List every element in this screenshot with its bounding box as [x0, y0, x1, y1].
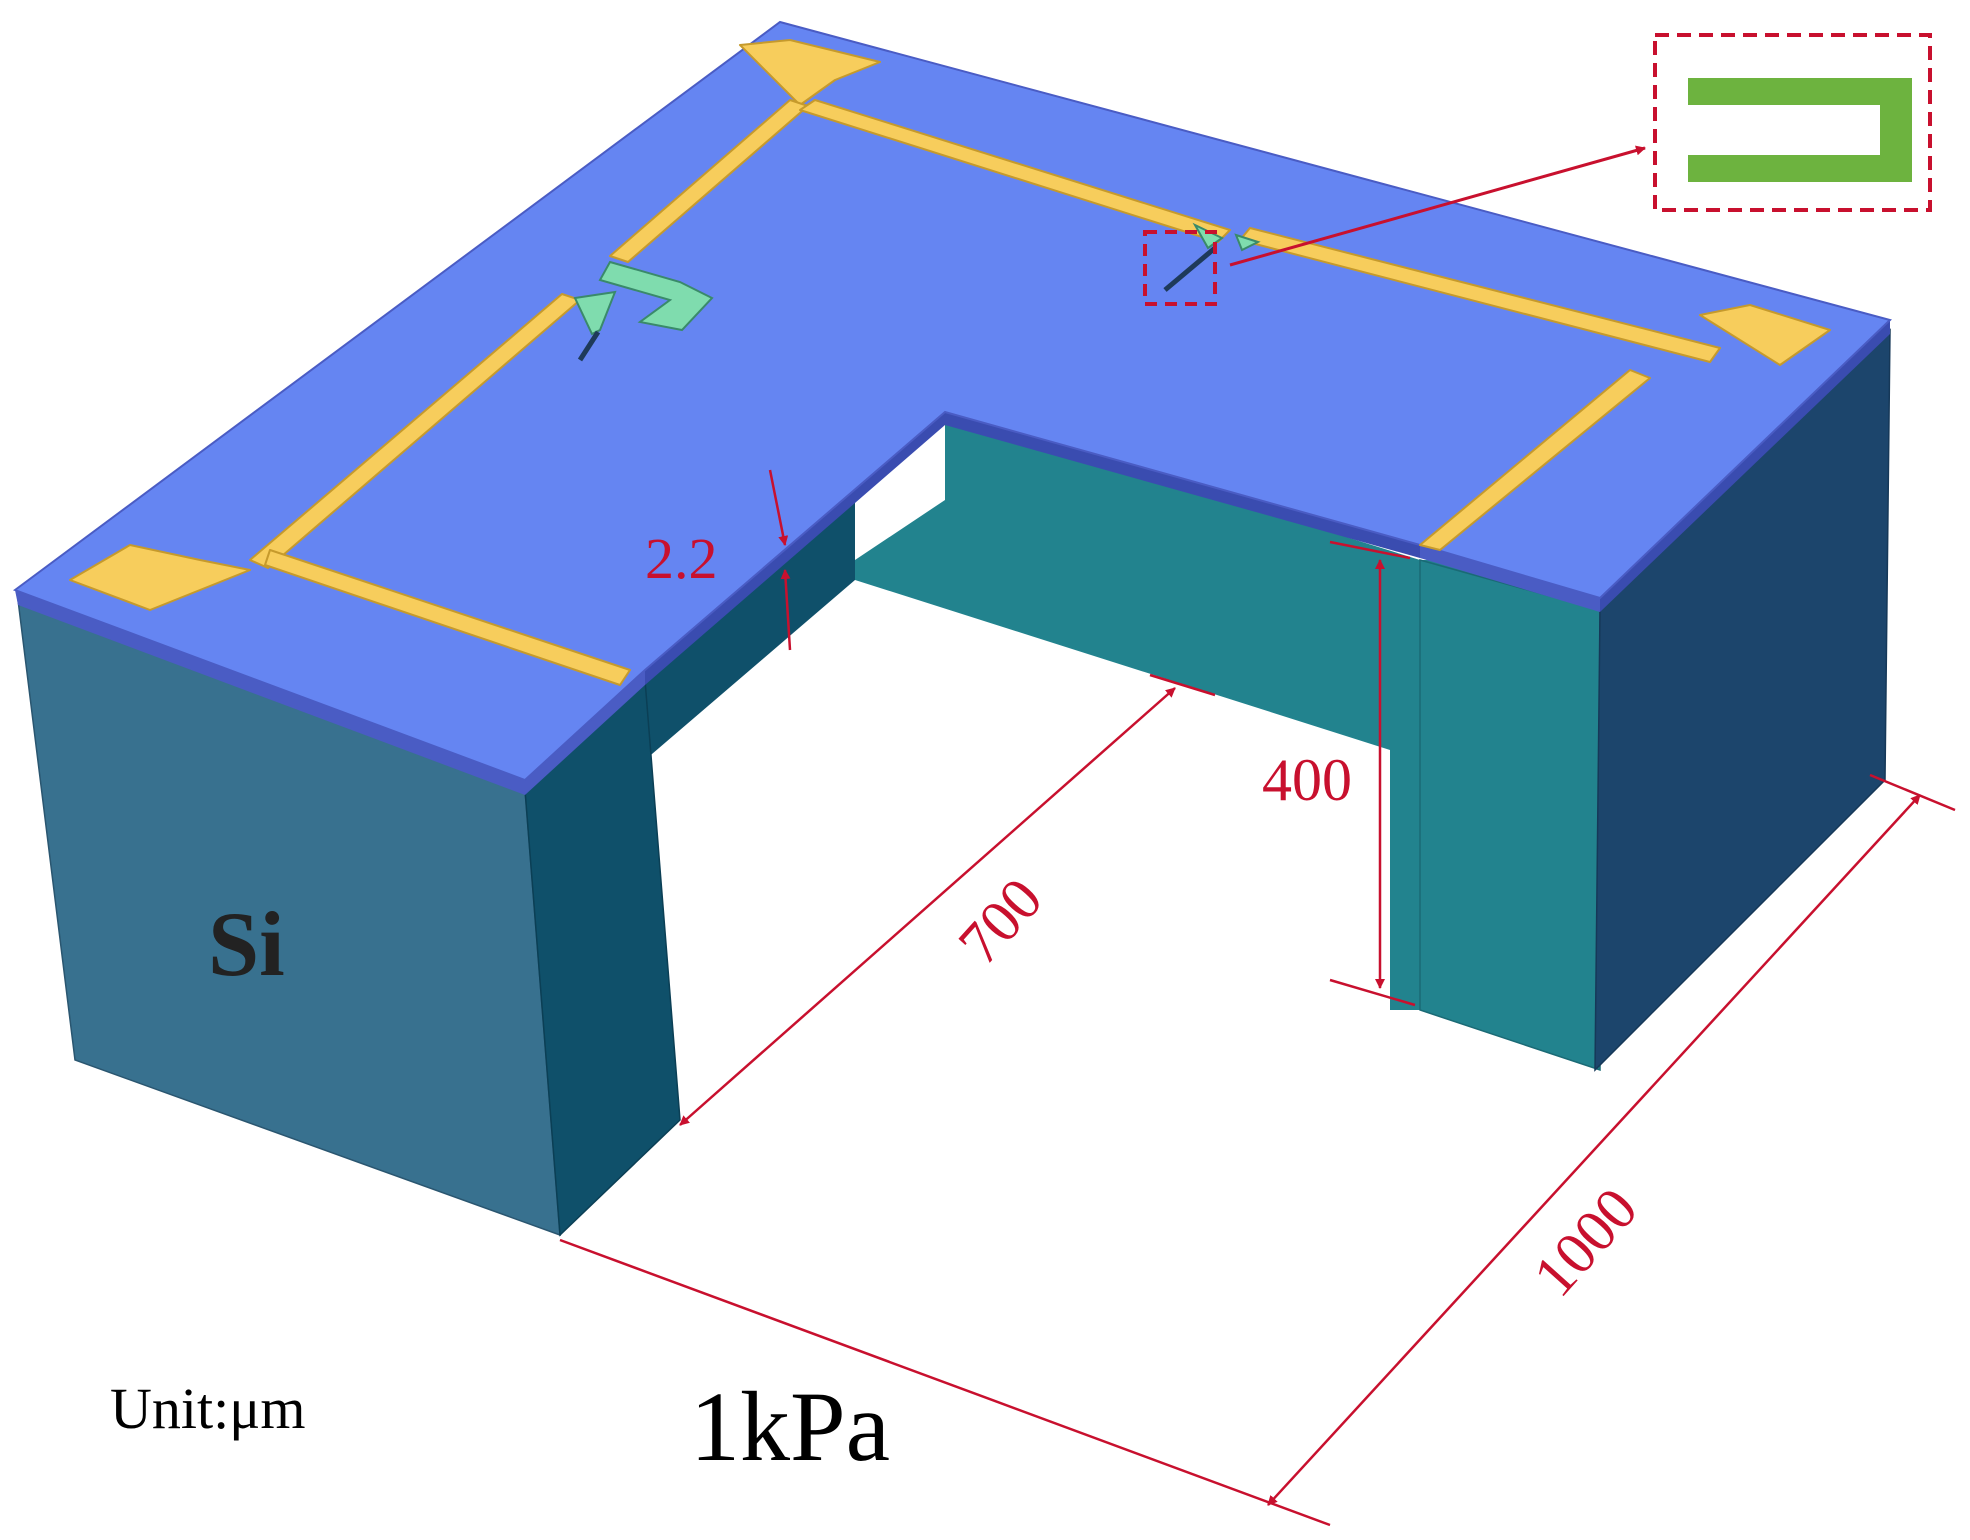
inset-resistor-shape	[1688, 78, 1912, 182]
thickness-arrow-bottom	[780, 569, 792, 651]
cavity-width-label: 700	[946, 866, 1055, 977]
top-edge-right	[1420, 545, 1600, 612]
top-edge-front	[15, 590, 525, 795]
side-dimension-line	[1267, 794, 1921, 1506]
chip-side-label: 1000	[1521, 1175, 1650, 1308]
electrode-traces	[69, 39, 1831, 686]
cavity-depth-label: 400	[1262, 747, 1352, 813]
depth-tick-top	[1329, 540, 1411, 560]
piezoresistor-left	[573, 260, 714, 336]
side-extension-left	[559, 1238, 1331, 1527]
thickness-arrow-top	[768, 469, 789, 546]
top-edge-cavity	[645, 412, 945, 685]
unit-label: Unit:μm	[110, 1376, 305, 1441]
width-tick-top	[1149, 673, 1216, 697]
resistor-lead-right	[1163, 246, 1217, 292]
top-edge-pillar	[525, 670, 645, 795]
top-edge-side	[1600, 320, 1890, 612]
resistor-lead-left	[577, 330, 601, 362]
width-dimension-line	[679, 687, 1176, 1126]
membrane-thickness-label: 2.2	[645, 526, 718, 591]
material-label: Si	[208, 893, 285, 995]
cavity-back-wall	[855, 412, 1420, 1010]
pressure-label: 1kPa	[690, 1371, 890, 1482]
top-edge-back	[945, 412, 1420, 558]
side-extension-right	[1869, 773, 1956, 812]
zoom-highlight-box	[1143, 230, 1217, 306]
zoom-callout-arrow	[1229, 145, 1646, 267]
right-block-front-face	[1419, 559, 1601, 1072]
